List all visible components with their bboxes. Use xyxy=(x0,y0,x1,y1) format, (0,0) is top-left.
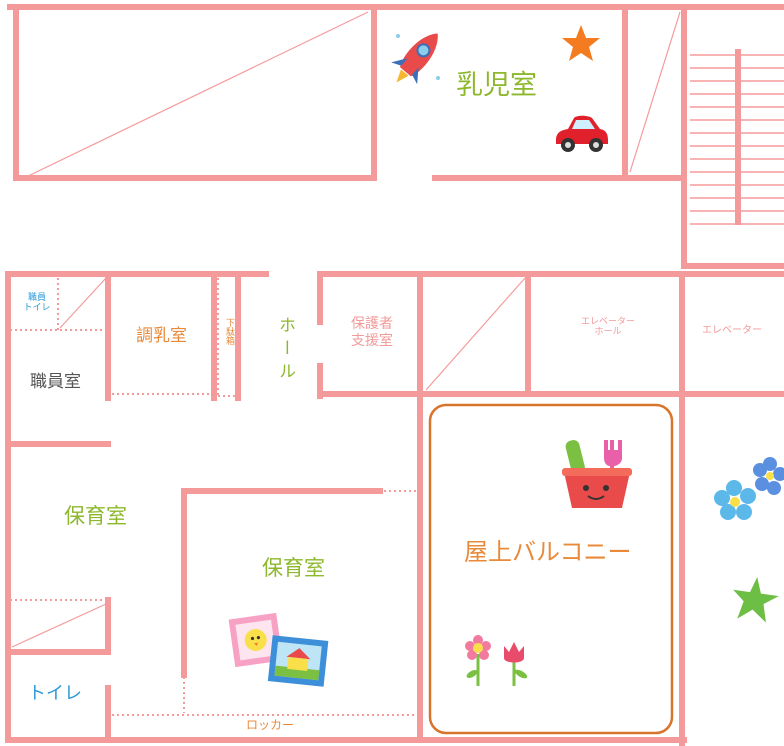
parent-support-label: 保護者 支援室 xyxy=(342,316,402,350)
green-star-icon xyxy=(733,576,779,623)
car-icon xyxy=(556,115,608,152)
picture-books-icon xyxy=(228,612,329,687)
shoe-box-label: 下駄箱 xyxy=(224,318,234,345)
hall-label: ホール xyxy=(275,316,295,385)
elevator-hall-label: エレベーター ホール xyxy=(566,317,650,338)
thin-walls xyxy=(11,11,681,648)
parent-support-line1: 保護者 xyxy=(351,316,393,332)
bucket-toy-icon xyxy=(562,440,632,508)
toilet-label: トイレ xyxy=(28,683,82,704)
elevator-label: エレベーター xyxy=(702,325,762,336)
infant-room-label: 乳児室 xyxy=(456,70,537,101)
formula-room-label: 調乳室 xyxy=(136,326,187,346)
flowers-icon xyxy=(465,635,528,686)
nursery-left-label: 保育室 xyxy=(64,504,127,528)
staff-room-label: 職員室 xyxy=(30,372,81,392)
walls xyxy=(5,4,784,746)
stairs xyxy=(690,54,784,225)
star-icon xyxy=(562,25,600,61)
locker-label: ロッカー xyxy=(246,718,295,732)
rooftop-balcony-outline xyxy=(428,403,674,735)
dotted-partitions xyxy=(10,278,419,716)
staff-toilet-label: 職員 トイレ xyxy=(22,293,52,314)
rocket-icon xyxy=(388,24,446,92)
staff-toilet-line2: トイレ xyxy=(23,303,51,314)
parent-support-line2: 支援室 xyxy=(351,332,393,349)
blue-flowers-icon xyxy=(714,457,784,520)
staff-toilet-line1: 職員 xyxy=(27,293,46,303)
rooftop-balcony-label: 屋上バルコニー xyxy=(464,538,632,566)
elevator-hall-line2: ホール xyxy=(594,327,622,338)
elevator-hall-line1: エレベーター xyxy=(580,317,635,327)
nursery-center-label: 保育室 xyxy=(262,556,325,580)
